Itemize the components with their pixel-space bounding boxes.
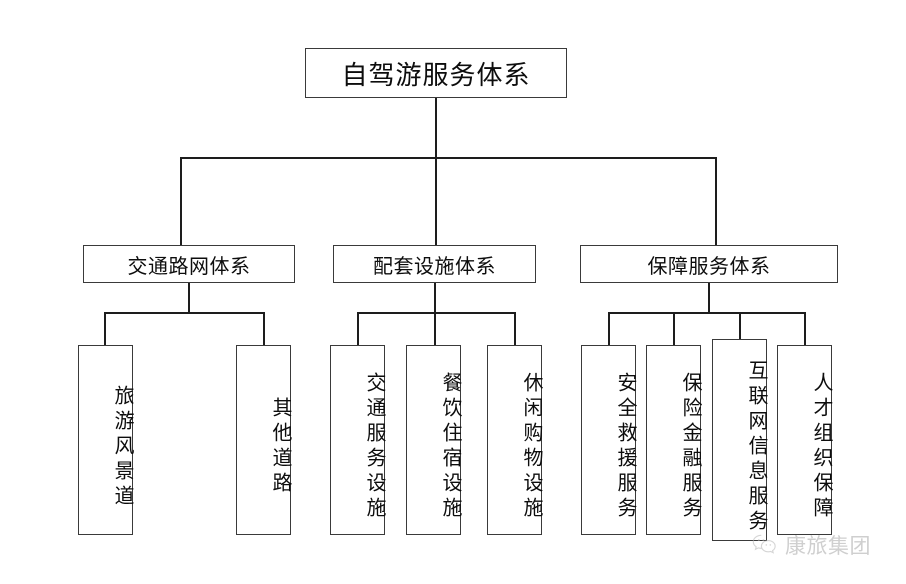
connector-branch3-stem bbox=[708, 283, 710, 313]
connector-drop-branch-1 bbox=[180, 157, 182, 245]
node-branch-support-services[interactable]: 保障服务体系 bbox=[580, 245, 838, 283]
connector-branch1-stem bbox=[188, 283, 190, 313]
node-leaf-leisure-shopping-facilities-label: 休闲购物设施 bbox=[520, 372, 542, 522]
connector-branch3-drop-2 bbox=[673, 312, 675, 345]
node-leaf-transport-service-facilities-label: 交通服务设施 bbox=[363, 372, 385, 522]
node-leaf-other-roads-label: 其他道路 bbox=[269, 397, 291, 497]
node-leaf-talent-organization-support-label: 人才组织保障 bbox=[810, 372, 832, 522]
node-branch-support-services-label: 保障服务体系 bbox=[647, 255, 771, 278]
node-branch-supporting-facilities[interactable]: 配套设施体系 bbox=[333, 245, 536, 283]
connector-drop-branch-2 bbox=[435, 157, 437, 245]
connector-branch2-stem bbox=[434, 283, 436, 313]
node-root[interactable]: 自驾游服务体系 bbox=[305, 48, 567, 98]
connector-branch1-drop-1 bbox=[104, 312, 106, 345]
connector-branch3-bus bbox=[608, 312, 805, 314]
node-leaf-internet-information-service[interactable]: 互联网信息服务 bbox=[712, 339, 767, 541]
connector-branch3-drop-1 bbox=[608, 312, 610, 345]
node-leaf-insurance-finance-service-label: 保险金融服务 bbox=[679, 372, 701, 522]
node-leaf-scenic-byway[interactable]: 旅游风景道 bbox=[78, 345, 133, 535]
node-leaf-internet-information-service-label: 互联网信息服务 bbox=[745, 359, 767, 535]
connector-level2-bus bbox=[180, 157, 716, 159]
connector-drop-branch-3 bbox=[715, 157, 717, 245]
node-leaf-insurance-finance-service[interactable]: 保险金融服务 bbox=[646, 345, 701, 535]
node-leaf-talent-organization-support[interactable]: 人才组织保障 bbox=[777, 345, 832, 535]
connector-branch1-bus bbox=[104, 312, 264, 314]
node-branch-transport-network-label: 交通路网体系 bbox=[127, 255, 251, 278]
node-leaf-safety-rescue-service[interactable]: 安全救援服务 bbox=[581, 345, 636, 535]
connector-branch2-drop-3 bbox=[514, 312, 516, 345]
node-leaf-safety-rescue-service-label: 安全救援服务 bbox=[614, 372, 636, 522]
connector-branch2-drop-1 bbox=[357, 312, 359, 345]
node-branch-supporting-facilities-label: 配套设施体系 bbox=[373, 255, 496, 278]
node-branch-transport-network[interactable]: 交通路网体系 bbox=[83, 245, 295, 283]
connector-branch1-drop-2 bbox=[263, 312, 265, 345]
node-leaf-leisure-shopping-facilities[interactable]: 休闲购物设施 bbox=[487, 345, 542, 535]
connector-branch2-bus bbox=[357, 312, 515, 314]
connector-branch3-drop-4 bbox=[804, 312, 806, 345]
connector-root-stem bbox=[435, 98, 437, 158]
connector-branch3-drop-3 bbox=[739, 312, 741, 345]
node-leaf-scenic-byway-label: 旅游风景道 bbox=[111, 384, 133, 510]
node-leaf-dining-lodging-facilities[interactable]: 餐饮住宿设施 bbox=[406, 345, 461, 535]
node-leaf-dining-lodging-facilities-label: 餐饮住宿设施 bbox=[439, 372, 461, 522]
node-root-label: 自驾游服务体系 bbox=[341, 60, 531, 90]
node-leaf-transport-service-facilities[interactable]: 交通服务设施 bbox=[330, 345, 385, 535]
node-leaf-other-roads[interactable]: 其他道路 bbox=[236, 345, 291, 535]
connector-branch2-drop-2 bbox=[434, 312, 436, 345]
